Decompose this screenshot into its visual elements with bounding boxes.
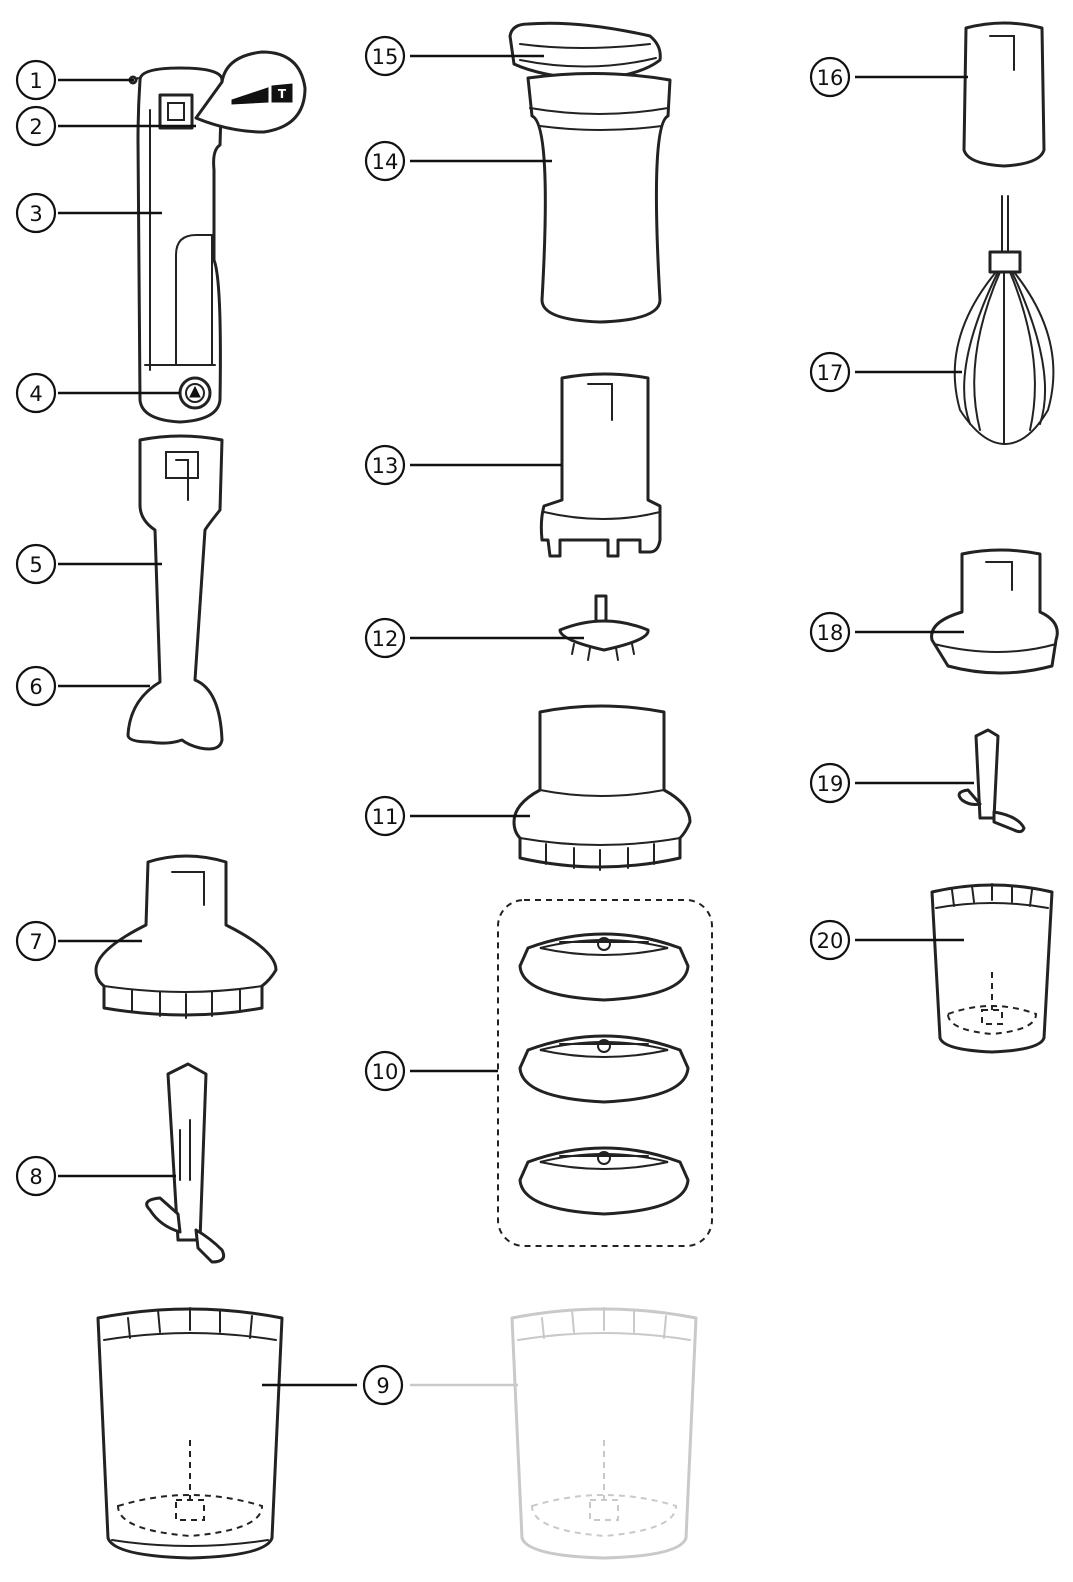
callout-ring (364, 1050, 406, 1092)
motor-unit (128, 66, 224, 424)
callout-18: 18 (809, 611, 851, 653)
callout-number: 18 (817, 621, 844, 645)
callout-7: 7 (15, 920, 57, 962)
callout-ring (364, 140, 406, 182)
callout-number: 2 (29, 115, 42, 139)
small-kneading-hook (957, 728, 1026, 834)
callout-number: 7 (29, 930, 42, 954)
disc-3 (518, 1146, 690, 1216)
to-go-lid (508, 21, 662, 82)
callout-ring (809, 762, 851, 804)
callout-ring (15, 105, 57, 147)
callout-ring (364, 444, 406, 486)
callout-number: 6 (29, 675, 42, 699)
callout-number: 5 (29, 553, 42, 577)
callout-19: 19 (809, 762, 851, 804)
callout-5: 5 (15, 543, 57, 585)
callout-13: 13 (364, 444, 406, 486)
chopper-coupling (539, 372, 662, 558)
callout-1: 1 (15, 59, 57, 101)
callout-ring (15, 192, 57, 234)
callout-17: 17 (809, 351, 851, 393)
callout-ring (362, 1364, 404, 1406)
disc-1 (518, 932, 690, 1002)
callout-12: 12 (364, 617, 406, 659)
callout-6: 6 (15, 665, 57, 707)
whisk-coupling (962, 21, 1046, 168)
beaker (96, 1307, 284, 1560)
callout-16: 16 (809, 56, 851, 98)
callout-number: 17 (817, 361, 844, 385)
callout-15: 15 (364, 35, 406, 77)
callout-ring (364, 795, 406, 837)
callout-8: 8 (15, 1155, 57, 1197)
callout-number: 11 (372, 805, 399, 829)
callout-number: 8 (29, 1165, 42, 1189)
callout-ring (15, 59, 57, 101)
callout-number: 3 (29, 202, 42, 226)
callout-ring (15, 372, 57, 414)
callout-3: 3 (15, 192, 57, 234)
callout-number: 13 (372, 454, 399, 478)
callout-number: 16 (817, 66, 844, 90)
whisk-coupling-lid (94, 854, 278, 1019)
chopper-blade (558, 594, 650, 661)
callout-11: 11 (364, 795, 406, 837)
callout-ring (809, 351, 851, 393)
callout-ring (809, 611, 851, 653)
disc-2 (518, 1034, 690, 1104)
callout-20: 20 (809, 919, 851, 961)
callout-ring (364, 35, 406, 77)
callout-number: 15 (372, 45, 399, 69)
callout-ring (15, 1155, 57, 1197)
callout-ring (364, 617, 406, 659)
callout-4: 4 (15, 372, 57, 414)
processing-discs (497, 899, 713, 1247)
callout-9: 9 (362, 1364, 404, 1406)
blender-bar (126, 434, 224, 751)
callout-ring (15, 665, 57, 707)
callout-ring (809, 56, 851, 98)
callout-number: 10 (372, 1060, 399, 1084)
kneading-hook (145, 1062, 226, 1264)
callout-number: 4 (29, 382, 42, 406)
callout-number: 12 (372, 627, 399, 651)
callout-10: 10 (364, 1050, 406, 1092)
chopper-lid (930, 548, 1059, 675)
small-beaker (930, 883, 1054, 1054)
callout-2: 2 (15, 105, 57, 147)
beaker-ghost (510, 1307, 698, 1560)
callout-14: 14 (364, 140, 406, 182)
callout-ring (15, 543, 57, 585)
callout-number: 9 (376, 1374, 389, 1398)
callout-ring (15, 920, 57, 962)
callout-ring (809, 919, 851, 961)
speed-selector-zoom: T (194, 50, 307, 134)
leader-lines (58, 54, 974, 1387)
chopper-bowl (512, 704, 692, 871)
balloon-whisk (953, 195, 1055, 446)
callout-number: 19 (817, 772, 844, 796)
callout-number: 14 (372, 150, 399, 174)
callout-number: 20 (817, 929, 844, 953)
callout-number: 1 (29, 69, 42, 93)
to-go-cup (526, 71, 672, 324)
turbo-badge: T (278, 87, 287, 101)
